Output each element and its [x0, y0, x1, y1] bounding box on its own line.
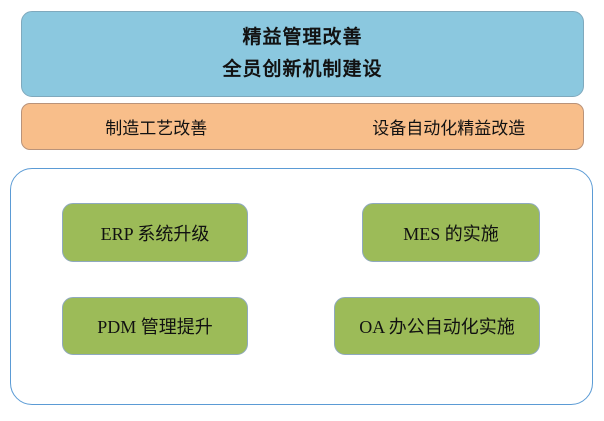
banner-cell-equipment-automation: 设备自动化精益改造 [372, 119, 526, 138]
banner-process-improvement[interactable]: 制造工艺改善 设备自动化精益改造 [21, 103, 584, 150]
banner-line-primary: 精益管理改善 [242, 26, 363, 48]
banner-lean-management[interactable]: 精益管理改善 全员创新机制建设 [21, 11, 584, 97]
banner-cell-manufacturing-process: 制造工艺改善 [105, 119, 208, 138]
item-box-oa[interactable]: OA 办公自动化实施 [334, 297, 540, 355]
item-box-erp[interactable]: ERP 系统升级 [62, 203, 248, 262]
item-box-pdm[interactable]: PDM 管理提升 [62, 297, 248, 355]
banner-line-secondary: 全员创新机制建设 [222, 58, 383, 80]
item-box-mes[interactable]: MES 的实施 [362, 203, 540, 262]
